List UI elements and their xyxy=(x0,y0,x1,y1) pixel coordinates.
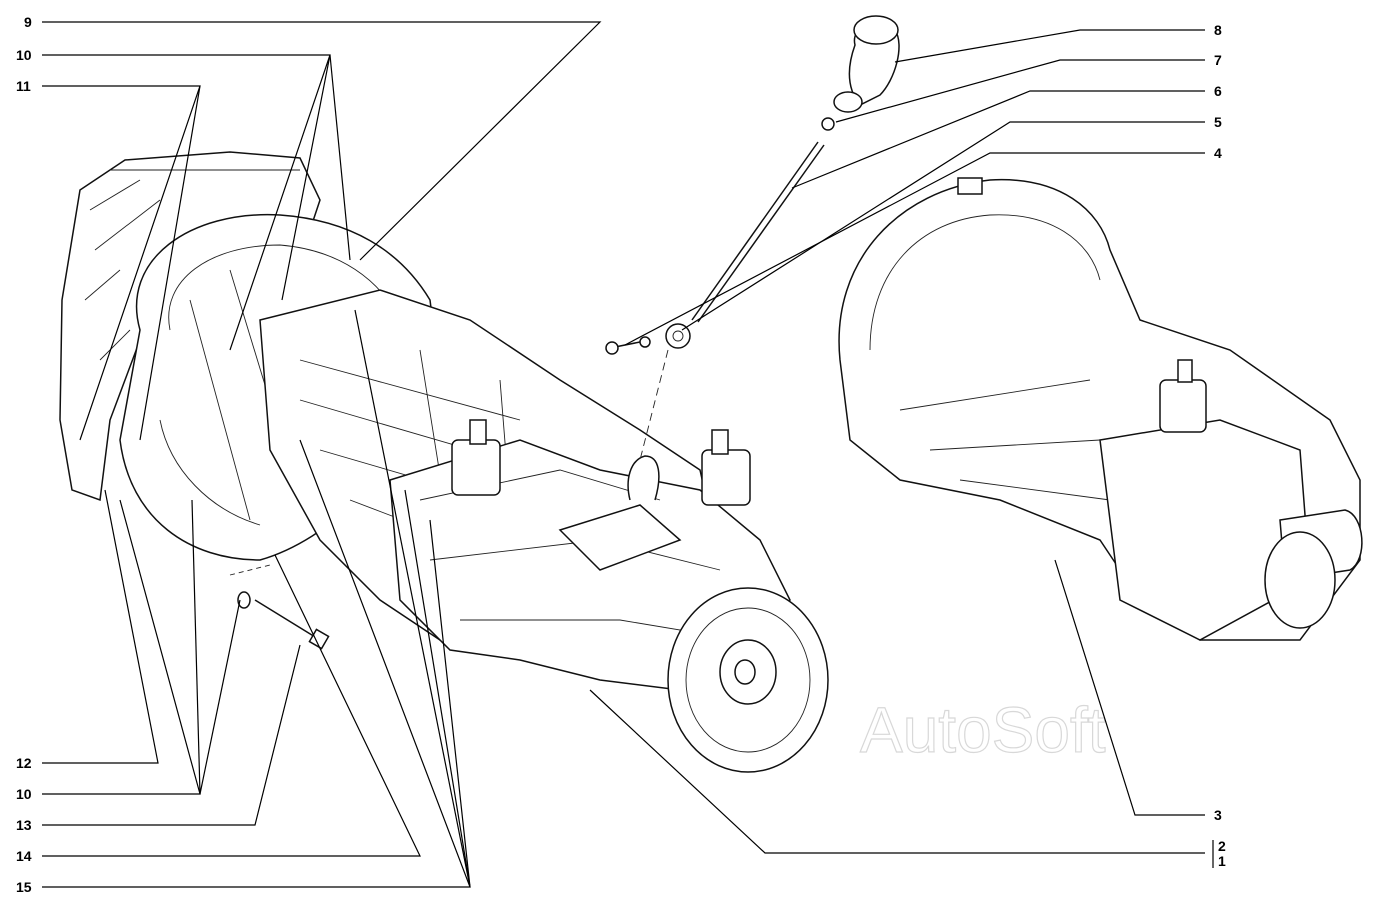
transmission-assembly-left xyxy=(59,151,829,773)
callout-label: 3 xyxy=(1214,807,1222,823)
callouts-right: 8 7 6 5 4 3 2 1 xyxy=(1214,22,1226,869)
callout-label: 9 xyxy=(24,14,32,30)
callout-label: 10 xyxy=(16,786,32,802)
callout-label: 10 xyxy=(16,47,32,63)
callout-label: 8 xyxy=(1214,22,1222,38)
callout-label: 7 xyxy=(1214,52,1222,68)
callout-label: 12 xyxy=(16,755,32,771)
callout-label: 15 xyxy=(16,879,32,895)
callout-label: 4 xyxy=(1214,145,1222,161)
callout-label: 2 xyxy=(1218,838,1226,854)
leader-lines xyxy=(42,21,1214,888)
transmission-assembly-right xyxy=(838,177,1363,641)
watermark-text: AutoSoft xyxy=(860,694,1106,766)
callout-label: 11 xyxy=(16,78,31,94)
callout-label: 1 xyxy=(1218,853,1226,869)
callout-label: 5 xyxy=(1214,114,1222,130)
callout-label: 6 xyxy=(1214,83,1222,99)
callouts-left: 9 10 11 12 10 13 14 15 xyxy=(16,14,32,895)
callout-label: 13 xyxy=(16,817,32,833)
gear-lever-parts xyxy=(605,15,900,461)
callout-label: 14 xyxy=(16,848,32,864)
